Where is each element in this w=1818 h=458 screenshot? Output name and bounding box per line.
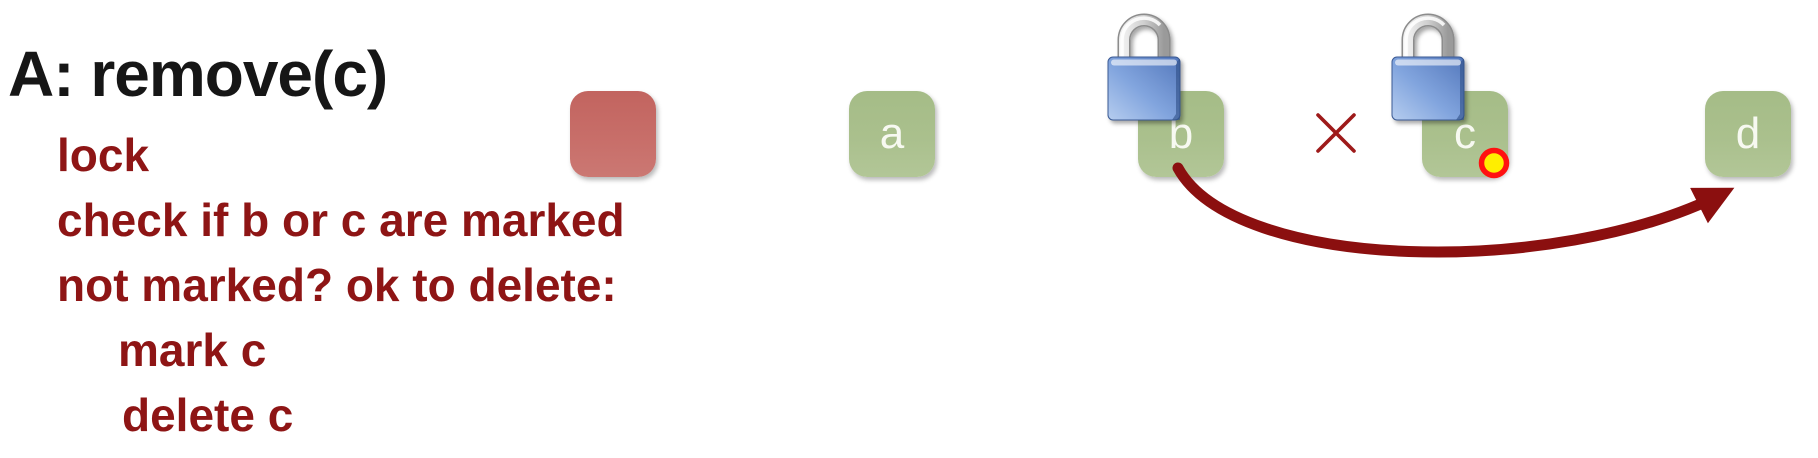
cross-icon <box>1316 113 1356 153</box>
node-label: a <box>879 109 905 158</box>
bypass-arrow-b-to-d <box>1172 162 1735 258</box>
node-label: d <box>1735 109 1761 158</box>
program-line-mark-c: mark c <box>118 324 267 376</box>
program-line-check-marked: check if b or c are marked <box>57 194 625 246</box>
program-line-ok-to-delete: not marked? ok to delete: <box>57 259 617 311</box>
list-node-b: b <box>1138 91 1224 177</box>
node-label: c <box>1454 109 1476 158</box>
list-node-head <box>570 91 656 177</box>
list-node-d: d <box>1705 91 1791 177</box>
program-line-lock: lock <box>57 129 150 181</box>
page-title: A: remove(c) <box>8 38 388 110</box>
node-label: b <box>1168 109 1194 158</box>
list-node-a: a <box>849 91 935 177</box>
list-node-c: c <box>1422 91 1508 177</box>
program-line-delete-c: delete c <box>122 389 294 441</box>
